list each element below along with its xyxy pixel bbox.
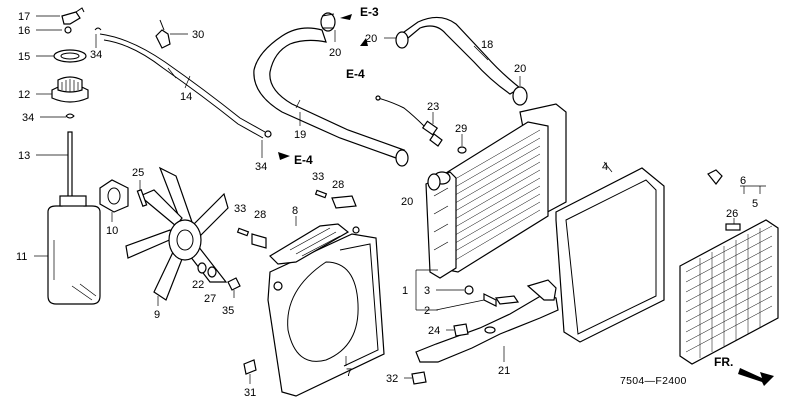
callout-22: 22: [192, 279, 204, 291]
callout-labels: 17 16 15 34 12 34 13 11 14 30 34 19 20 2…: [16, 11, 758, 399]
callout-26: 26: [726, 208, 738, 220]
callout-1: 1: [402, 285, 408, 297]
callout-20: 20: [514, 63, 526, 75]
radiator-shroud-panel: [555, 161, 665, 343]
callout-20: 20: [401, 196, 413, 208]
radiator-screen: [679, 169, 779, 365]
callout-24: 24: [428, 325, 440, 337]
radiator-core: [425, 103, 567, 307]
callout-33: 33: [234, 203, 246, 215]
callout-31: 31: [244, 387, 256, 399]
upper-radiator-hose: [253, 12, 409, 167]
callout-19: 19: [294, 129, 306, 141]
fan-shroud: [236, 189, 385, 397]
section-ref-arrows: [278, 14, 368, 160]
callout-28: 28: [254, 209, 266, 221]
callout-25: 25: [132, 167, 144, 179]
callout-23: 23: [427, 101, 439, 113]
front-direction-label: FR.: [714, 355, 733, 369]
callout-4: 4: [602, 161, 608, 173]
callout-3: 3: [424, 285, 430, 297]
callout-29: 29: [455, 123, 467, 135]
callout-5: 5: [752, 198, 758, 210]
front-direction-arrow: [738, 368, 774, 386]
radiator-mount-bracket: [404, 279, 559, 385]
callout-27: 27: [204, 293, 216, 305]
callout-35: 35: [222, 305, 234, 317]
callout-6: 6: [740, 175, 746, 187]
lower-radiator-hose: [384, 16, 528, 106]
diagram-code: 7504—F2400: [620, 375, 687, 387]
callout-34: 34: [90, 49, 102, 61]
callout-11: 11: [16, 251, 27, 263]
callout-33: 33: [312, 171, 324, 183]
section-ref-e4: E-4: [346, 67, 365, 81]
callout-18: 18: [481, 39, 493, 51]
cooling-fan: [99, 166, 241, 306]
callout-15: 15: [18, 51, 30, 63]
overflow-hose: [94, 19, 272, 158]
section-ref-labels: E-3 E-4 E-4: [294, 5, 379, 167]
callout-30: 30: [192, 29, 204, 41]
callout-8: 8: [292, 205, 298, 217]
section-ref-e4: E-4: [294, 153, 313, 167]
reserve-tank-cap-assembly: [47, 7, 101, 305]
callout-7: 7: [346, 367, 352, 379]
callout-16: 16: [18, 25, 30, 37]
callout-21: 21: [498, 365, 510, 377]
callout-12: 12: [18, 89, 30, 101]
section-ref-e3: E-3: [360, 5, 379, 19]
callout-9: 9: [154, 309, 160, 321]
callout-13: 13: [18, 150, 30, 162]
callout-2: 2: [424, 305, 430, 317]
callout-17: 17: [18, 11, 30, 23]
core-leader-lines: [415, 269, 485, 311]
left-group-leader-lines: [34, 15, 97, 257]
callout-34: 34: [255, 161, 267, 173]
callout-32: 32: [386, 373, 398, 385]
callout-10: 10: [106, 225, 118, 237]
callout-14: 14: [180, 91, 192, 103]
callout-20: 20: [329, 47, 341, 59]
callout-20: 20: [365, 33, 377, 45]
callout-34: 34: [22, 112, 34, 124]
thermo-sensor: [375, 95, 467, 154]
callout-28: 28: [332, 179, 344, 191]
